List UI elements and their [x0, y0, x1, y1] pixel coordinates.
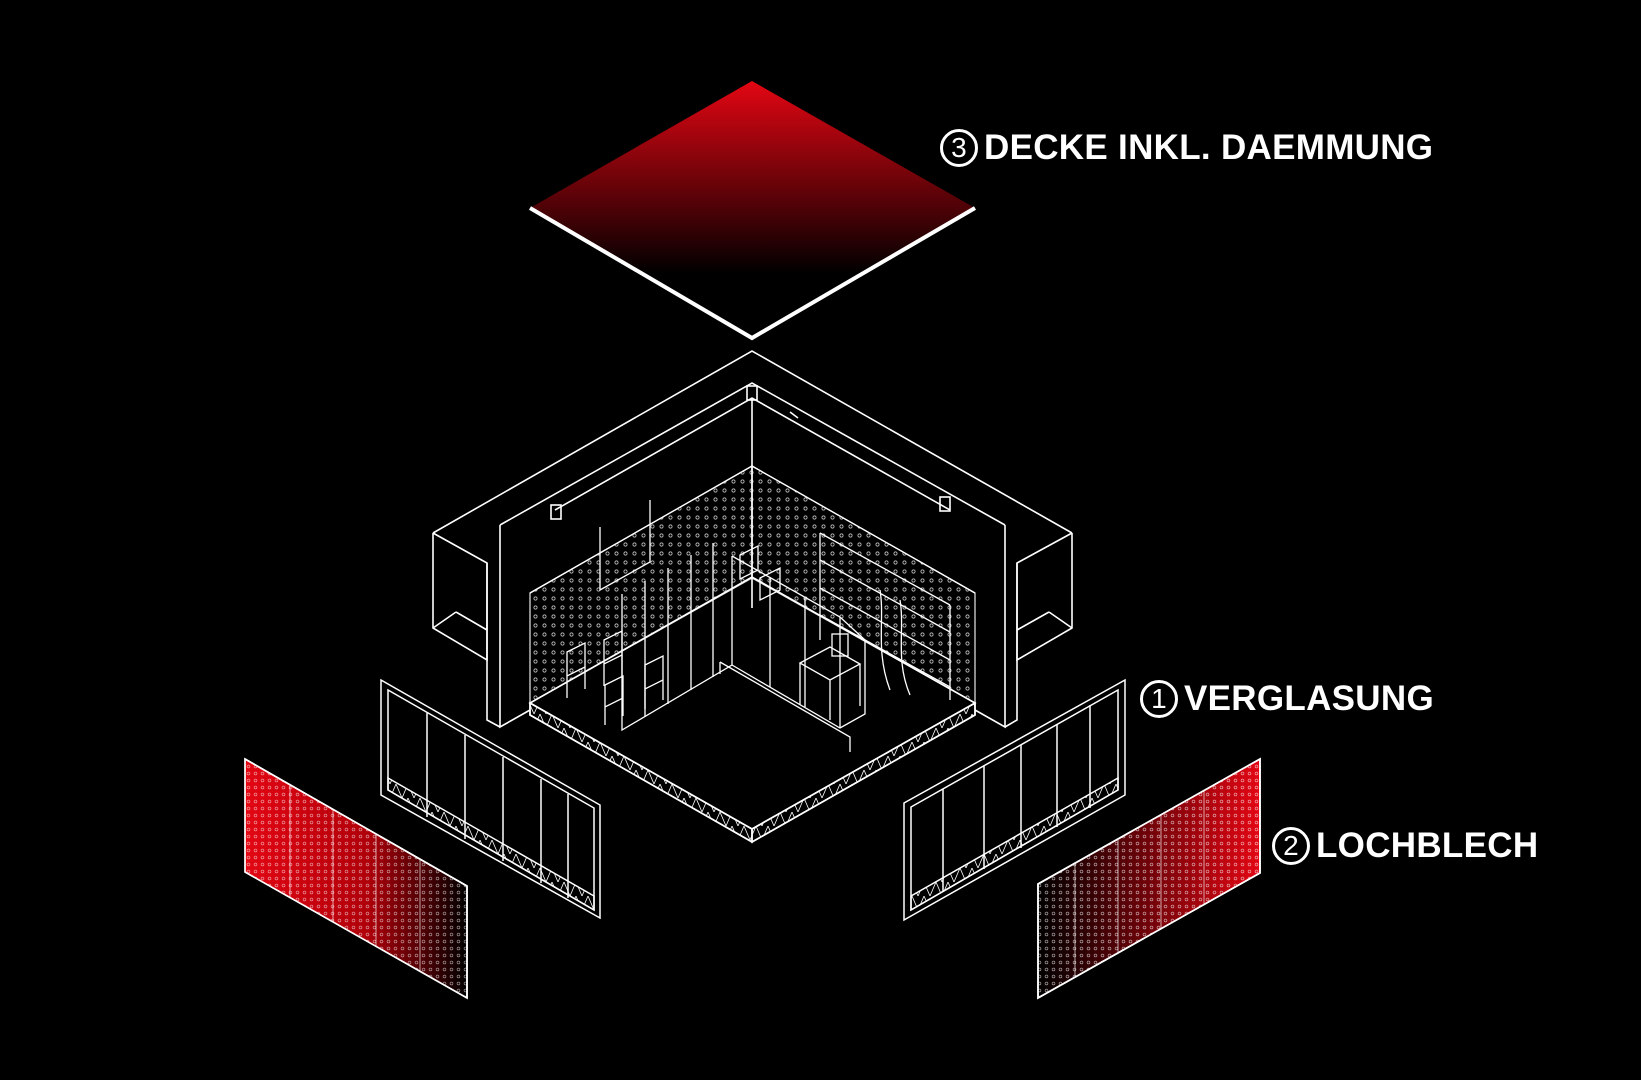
label-number-3: 3: [940, 129, 978, 167]
glazing-panel-left: [380, 678, 601, 920]
chairs: [566, 544, 781, 725]
interior-partitions: [566, 500, 911, 752]
perforated-panel-right: [1037, 757, 1261, 1000]
ceiling-slab: [528, 81, 977, 341]
label-glazing: 1 VERGLASUNG: [1140, 679, 1434, 719]
label-text-glazing: VERGLASUNG: [1184, 679, 1434, 718]
label-text-ceiling: DECKE INKL. DAEMMUNG: [984, 128, 1434, 167]
label-text-perforated: LOCHBLECH: [1316, 826, 1539, 865]
label-ceiling-insulation: 3 DECKE INKL. DAEMMUNG: [940, 128, 1433, 168]
label-perforated-sheet: 2 LOCHBLECH: [1272, 826, 1538, 866]
label-number-1: 1: [1140, 680, 1178, 718]
perforated-panel-left: [244, 757, 468, 1000]
label-number-2: 2: [1272, 827, 1310, 865]
glazing-panel-right: [903, 678, 1126, 922]
building-shell: [432, 350, 1073, 844]
